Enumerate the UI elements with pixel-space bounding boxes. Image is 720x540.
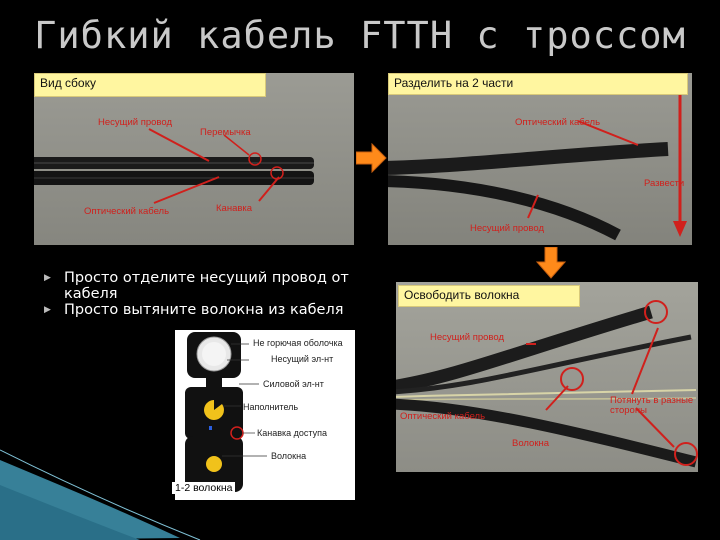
label-filler: Наполнитель [243, 402, 299, 412]
split-header: Разделить на 2 части [388, 73, 688, 95]
cross-section-diagram: Не горючая оболочка Несущий эл-нт Силово… [175, 330, 355, 500]
fibers-illustration [396, 300, 698, 468]
label-fibers: Волокна [271, 451, 307, 461]
label-optical-cable-right: Оптический кабель [515, 117, 601, 128]
down-arrow-icon [536, 247, 566, 279]
label-optical-cable: Оптический кабель [84, 206, 170, 217]
fibers-header: Освободить волокна [398, 285, 580, 307]
label-jumper: Перемычка [200, 127, 251, 138]
decorative-wave [0, 449, 201, 540]
label-access-groove: Канавка доступа [257, 428, 328, 438]
label-separate: Развести [644, 178, 685, 189]
bullet-text: Просто отделите несущий провод от кабеля [64, 270, 349, 302]
bullet-item: ▶ Просто вытяните волокна из кабеля [44, 302, 364, 318]
label-carrier-wire-bottom: Несущий провод [430, 332, 504, 343]
label-groove: Канавка [216, 203, 253, 214]
label-carrier-wire: Несущий провод [98, 117, 172, 128]
split-cable-illustration [388, 79, 687, 241]
bullet-list: ▶ Просто отделите несущий провод от кабе… [44, 270, 364, 318]
bullet-text: Просто вытяните волокна из кабеля [64, 302, 344, 318]
cross-section-caption: 1-2 волокна [172, 482, 236, 494]
fibers-photo [396, 282, 698, 472]
label-carrier-element: Несущий эл-нт [271, 354, 334, 364]
label-fibers-bottom: Волокна [512, 438, 550, 449]
label-sheath: Не горючая оболочка [253, 338, 343, 348]
side-view-header: Вид сбоку [34, 73, 266, 97]
label-optical-cable-bottom: Оптический кабель [400, 411, 486, 422]
label-strength-member: Силовой эл-нт [263, 379, 324, 389]
cross-section-drawing [185, 332, 267, 492]
side-view-photo [34, 73, 354, 245]
bullet-item: ▶ Просто отделите несущий провод от кабе… [44, 270, 364, 302]
side-view-cable-illustration [34, 128, 314, 204]
label-carrier-wire-right: Несущий провод [470, 223, 544, 234]
split-photo [388, 73, 692, 245]
bullet-arrow-icon: ▶ [44, 305, 51, 315]
label-pull-apart: Потянуть в разные стороны [610, 395, 694, 416]
slide-title: Гибкий кабель FTTH с троссом [34, 14, 686, 57]
bullet-arrow-icon: ▶ [44, 273, 51, 283]
right-arrow-icon [356, 143, 387, 173]
